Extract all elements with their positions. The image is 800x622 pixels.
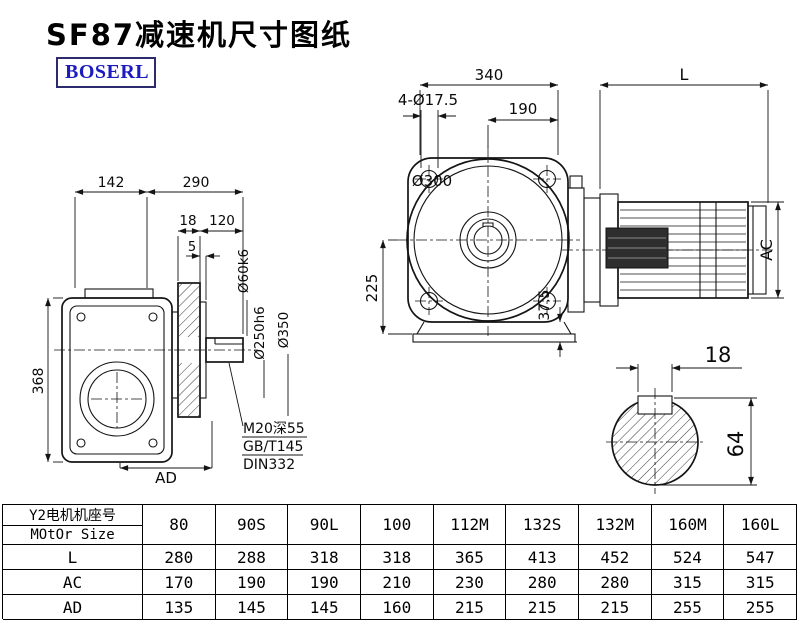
- side-view: 142 290 18 120 5 368: [31, 175, 307, 487]
- cell-L: 365: [433, 545, 507, 570]
- table-header-cn: Y2电机机座号: [3, 505, 142, 526]
- front-view-dimensions: 340 L 4-Ø17.5 190 Ø300: [363, 65, 784, 357]
- dim-290: 290: [183, 175, 210, 191]
- dim-368: 368: [31, 368, 47, 395]
- row-label-AC: AC: [3, 570, 143, 595]
- row-label-L: L: [3, 545, 143, 570]
- cell-L: 318: [360, 545, 434, 570]
- side-view-housing: [61, 288, 173, 463]
- dim-18: 18: [179, 213, 196, 229]
- cell-AD: 255: [651, 595, 725, 620]
- cell-AD: 215: [506, 595, 579, 620]
- cell-L: 547: [724, 545, 797, 570]
- dim-225: 225: [363, 274, 381, 303]
- front-view: 340 L 4-Ø17.5 190 Ø300: [363, 65, 784, 357]
- cell-L: 280: [143, 545, 216, 570]
- cell-AD: 145: [288, 595, 361, 620]
- dia-spigot: Ø250h6: [252, 306, 268, 360]
- dim-key-height: 64: [724, 431, 748, 458]
- table-header-label: Y2电机机座号 MOtOr Size: [3, 505, 143, 545]
- note-thread: M20深55: [243, 421, 305, 437]
- motor-size-table: Y2电机机座号 MOtOr Size 80 90S 90L 100 112M 1…: [2, 504, 797, 620]
- frame-size-col: 112M: [433, 505, 507, 545]
- dim-5: 5: [188, 240, 196, 255]
- motor: [567, 175, 767, 313]
- cell-AC: 315: [724, 570, 797, 595]
- cell-AD: 160: [360, 595, 434, 620]
- shaft-view-dimensions: 18 64: [616, 343, 757, 486]
- side-view-centerlines: [54, 349, 258, 428]
- frame-size-col: 90L: [288, 505, 361, 545]
- dia-flange-front: Ø300: [412, 172, 452, 190]
- cell-AC: 190: [215, 570, 289, 595]
- cell-AD: 135: [143, 595, 216, 620]
- cell-AD: 255: [724, 595, 797, 620]
- dim-142: 142: [98, 175, 125, 191]
- dim-bolt-holes: 4-Ø17.5: [398, 91, 458, 109]
- dim-340: 340: [475, 66, 504, 84]
- table-header-en: MOtOr Size: [30, 527, 115, 543]
- cell-AC: 170: [143, 570, 216, 595]
- cell-AC: 280: [506, 570, 579, 595]
- frame-size-col: 160M: [651, 505, 725, 545]
- shaft-section-view: 18 64: [606, 343, 757, 494]
- frame-size-col: 132S: [506, 505, 579, 545]
- motor-fan-cowl: [747, 205, 767, 295]
- technical-drawing: 142 290 18 120 5 368: [31, 65, 784, 494]
- dia-shaft: Ø60k6: [236, 249, 252, 293]
- frame-size-col: 160L: [724, 505, 797, 545]
- side-view-dimensions: 142 290 18 120 5 368: [31, 175, 307, 487]
- cell-AC: 230: [433, 570, 507, 595]
- cell-L: 413: [506, 545, 579, 570]
- dim-120: 120: [209, 213, 235, 229]
- dim-key-width: 18: [705, 343, 732, 367]
- cell-L: 288: [215, 545, 289, 570]
- dim-37-5: 37.5: [537, 289, 553, 320]
- cell-L: 318: [288, 545, 361, 570]
- cell-AC: 190: [288, 570, 361, 595]
- note-din: DIN332: [243, 457, 295, 473]
- dim-ad: AD: [155, 469, 177, 487]
- cell-L: 524: [651, 545, 725, 570]
- note-standard: GB/T145: [243, 439, 303, 455]
- frame-size-col: 90S: [215, 505, 289, 545]
- frame-size-col: 100: [360, 505, 434, 545]
- cell-AD: 145: [215, 595, 289, 620]
- frame-size-col: 132M: [578, 505, 652, 545]
- cell-AD: 215: [433, 595, 507, 620]
- cell-L: 452: [578, 545, 652, 570]
- cell-AC: 210: [360, 570, 434, 595]
- dim-190: 190: [509, 100, 538, 118]
- dim-ac: AC: [757, 239, 776, 261]
- brand-logo: BOSERL: [56, 57, 156, 88]
- dim-l: L: [680, 65, 689, 84]
- cell-AC: 280: [578, 570, 652, 595]
- frame-size-col: 80: [143, 505, 216, 545]
- cell-AD: 215: [578, 595, 652, 620]
- dia-flange: Ø350: [276, 312, 292, 348]
- page-title: SF87减速机尺寸图纸: [46, 18, 353, 52]
- row-label-AD: AD: [3, 595, 143, 620]
- cell-AC: 315: [651, 570, 725, 595]
